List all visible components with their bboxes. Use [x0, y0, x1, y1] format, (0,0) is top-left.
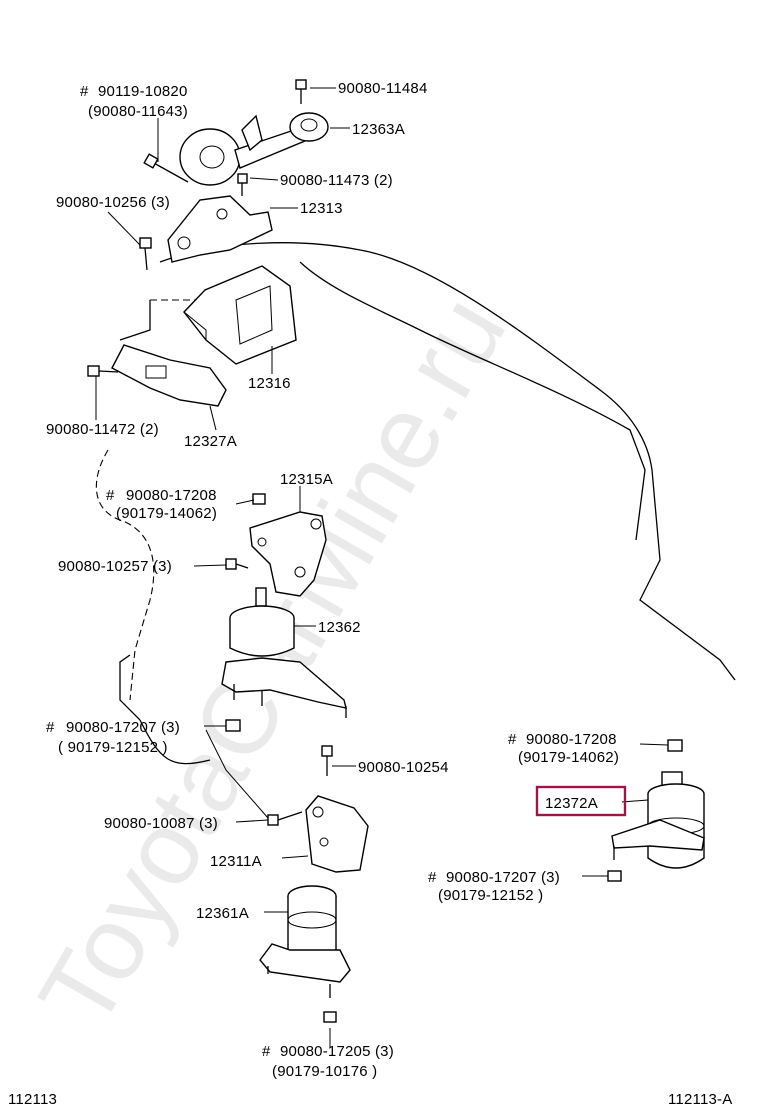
- bolt-90080-10254: [321, 745, 333, 776]
- label-12327A: 12327A: [184, 433, 237, 450]
- label-90080-10257: 90080-10257 (3): [58, 558, 172, 575]
- label-90080-17208-b: 90080-17208: [526, 731, 617, 748]
- label-90080-11473: 90080-11473 (2): [280, 172, 393, 189]
- nut-90080-17208-b: [667, 739, 683, 752]
- nut-90080-17207-b: [607, 870, 622, 882]
- bolt-90119-10820: [143, 153, 189, 183]
- bolt-90080-10087: [267, 811, 303, 826]
- torque-rod-12363A: [179, 112, 329, 186]
- nut-90080-17208-a: [252, 493, 266, 505]
- mount-12362: [221, 587, 347, 718]
- mount-12372A[interactable]: [611, 771, 705, 869]
- label-12315A: 12315A: [280, 471, 333, 488]
- bolt-90080-11472: [87, 365, 119, 377]
- diagram-id-right: 112113-A: [668, 1091, 732, 1108]
- bracket-12327A: [111, 344, 227, 407]
- label-90179-12152-a: ( 90179-12152 ): [58, 739, 168, 756]
- label-12313: 12313: [300, 200, 343, 217]
- hash-mark: #: [80, 83, 89, 100]
- bracket-12311A: [305, 795, 369, 873]
- label-90080-11484: 90080-11484: [338, 80, 428, 97]
- diagram-id-left: 112113: [8, 1091, 57, 1108]
- hash-mark: #: [262, 1043, 271, 1060]
- label-90119-10820: 90119-10820: [98, 83, 188, 100]
- label-12363A: 12363A: [352, 121, 405, 138]
- hash-mark: #: [428, 869, 437, 886]
- mount-block-12316: [183, 265, 297, 365]
- leader-lines: [95, 87, 669, 1048]
- label-90080-17205: 90080-17205 (3): [280, 1043, 394, 1060]
- label-12311A: 12311A: [210, 853, 262, 870]
- label-90179-10176: (90179-10176 ): [272, 1063, 377, 1080]
- label-90179-14062-b: (90179-14062): [518, 749, 619, 766]
- hash-mark: #: [106, 487, 115, 504]
- label-12316: 12316: [248, 375, 291, 392]
- bolt-90080-11473: [237, 173, 248, 196]
- highlight-box-12372A: [535, 785, 627, 817]
- label-90080-10087: 90080-10087 (3): [104, 815, 218, 832]
- part-labels: # 90119-10820 (90080-11643) 90080-11484 …: [46, 80, 619, 1080]
- label-90080-10256: 90080-10256 (3): [56, 194, 170, 211]
- label-90080-17207-a: 90080-17207 (3): [66, 719, 180, 736]
- bolt-90080-10256: [139, 237, 152, 271]
- bracket-12313: [167, 195, 273, 263]
- label-12361A: 12361A: [196, 905, 249, 922]
- bolt-90080-10257: [225, 558, 249, 570]
- bolt-90080-11484: [295, 79, 307, 104]
- nut-90080-17205: [323, 1011, 337, 1023]
- label-90080-11472: 90080-11472 (2): [46, 421, 159, 438]
- label-90080-10254: 90080-10254: [358, 759, 449, 776]
- label-90179-14062-a: (90179-14062): [116, 505, 217, 522]
- label-90080-17207-b: 90080-17207 (3): [446, 869, 560, 886]
- engine-block-outline: [95, 242, 736, 765]
- label-90080-11643: (90080-11643): [88, 103, 188, 120]
- hash-mark: #: [46, 719, 55, 736]
- label-90179-12152-b: (90179-12152 ): [438, 887, 543, 904]
- mount-12361A: [259, 885, 351, 998]
- hash-mark: #: [508, 731, 517, 748]
- bracket-12315A: [249, 511, 327, 597]
- nut-90080-17207-a: [225, 719, 241, 732]
- label-12372A: 12372A: [545, 795, 598, 812]
- label-12362: 12362: [318, 619, 361, 636]
- label-90080-17208-a: 90080-17208: [126, 487, 217, 504]
